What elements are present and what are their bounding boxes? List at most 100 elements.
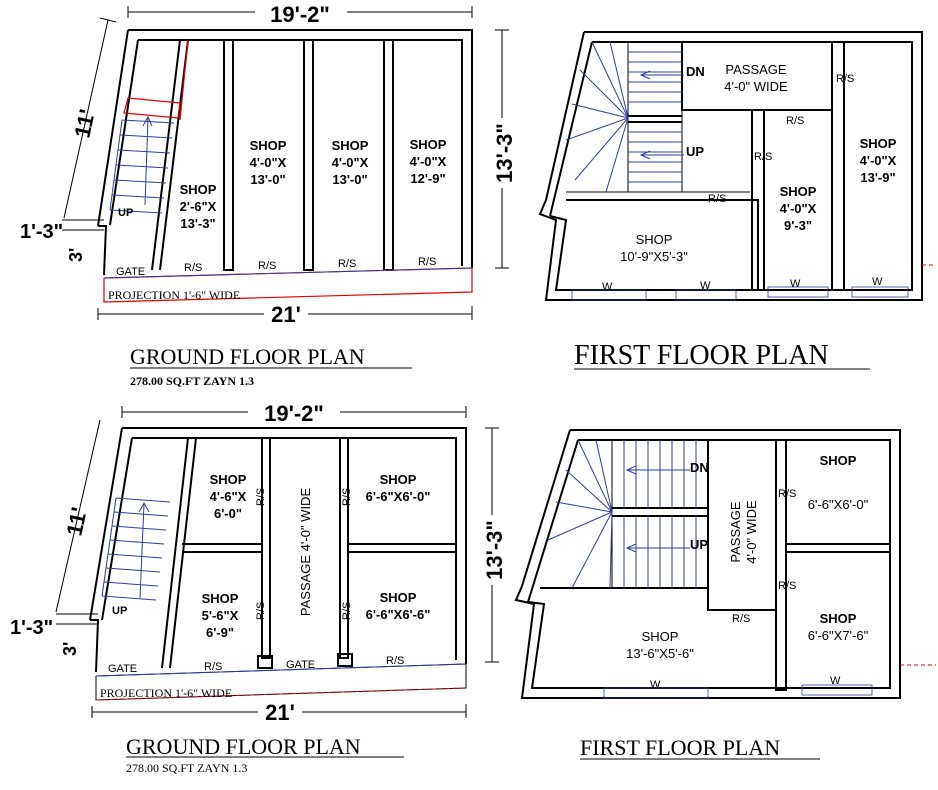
ff1-w-2: W: [700, 280, 711, 292]
svg-text:4'-0"X: 4'-0"X: [250, 155, 287, 170]
ff1-rs-2: R/S: [786, 115, 804, 127]
svg-text:13'-9": 13'-9": [860, 170, 895, 185]
dimension-bottom-1: 21': [97, 302, 473, 327]
ground-floor-plan-1: 19'-2" 13'-3" 11' 1'-3" 3': [20, 1, 517, 388]
gf2-rs-v4: R/S: [341, 602, 353, 620]
gf1-shop-3: SHOP 4'-0"X 13'-0": [332, 138, 369, 187]
svg-text:SHOP: SHOP: [332, 138, 369, 153]
dimension-right-2: 13'-3": [480, 427, 507, 663]
gf2-passage-label: PASSAGE 4'-0" WIDE: [298, 488, 313, 617]
gf2-shop-tr: SHOP 6'-6"X6'-0": [366, 472, 431, 504]
svg-text:9'-3": 9'-3": [784, 218, 812, 233]
svg-text:4'-6"X: 4'-6"X: [210, 489, 247, 504]
dim-top-label-2: 19'-2": [264, 401, 324, 426]
svg-text:4'-0"X: 4'-0"X: [332, 155, 369, 170]
gf2-title: GROUND FLOOR PLAN: [126, 734, 361, 759]
gate-label-2a: GATE: [108, 663, 137, 675]
ff1-w-1: W: [602, 281, 613, 293]
dim-bottom-label: 21': [271, 302, 301, 327]
gf2-rs-bottom-2: R/S: [386, 655, 404, 667]
svg-text:SHOP: SHOP: [820, 611, 857, 626]
ff2-up-label: UP: [690, 537, 708, 552]
gf2-rs-bottom-1: R/S: [204, 661, 222, 673]
dim-bottom-label-2: 21': [265, 700, 295, 725]
gf1-title: GROUND FLOOR PLAN: [130, 344, 365, 369]
svg-text:6'-6"X6'-6": 6'-6"X6'-6": [366, 607, 431, 622]
ff1-shop-right: SHOP 4'-0"X 13'-9": [860, 136, 897, 185]
gate-label: GATE: [116, 266, 145, 278]
ground-floor-plan-2: 19'-2" 13'-3" 11' 1'-3" 3': [10, 400, 507, 775]
first-floor-plan-1: DN UP PASSAGE 4'-0" WIDE R/S R/S R/S R/S…: [538, 31, 936, 371]
first-floor-plan-2: DN UP PASSAGE 4'-0" WIDE R/S R/S R/S SHO…: [514, 429, 936, 760]
ff1-w-3: W: [790, 278, 801, 290]
svg-text:13'-6"X5'-6": 13'-6"X5'-6": [626, 646, 694, 661]
gf2-rs-v2: R/S: [341, 488, 353, 506]
gf1-subtitle: 278.00 SQ.FT ZAYN 1.3: [130, 374, 254, 388]
gf2-rs-v1: R/S: [255, 488, 267, 506]
svg-text:4'-0" WIDE: 4'-0" WIDE: [724, 79, 788, 94]
stair-up-label: UP: [118, 207, 133, 219]
svg-text:SHOP: SHOP: [380, 472, 417, 487]
rs-label-3: R/S: [338, 258, 356, 270]
gf1-shop-4: SHOP 4'-0"X 12'-9": [410, 137, 447, 186]
svg-text:SHOP: SHOP: [250, 138, 287, 153]
ff1-rs-1: R/S: [836, 73, 854, 85]
ff1-rs-3: R/S: [754, 151, 772, 163]
gf1-shop-1: SHOP 2'-6"X 13'-3": [180, 182, 217, 231]
svg-text:5'-6"X: 5'-6"X: [202, 608, 239, 623]
dim-right-label-2: 13'-3": [482, 520, 507, 580]
svg-text:PASSAGE: PASSAGE: [725, 62, 787, 77]
ff1-w-4: W: [872, 276, 883, 288]
ff1-stair: [565, 41, 684, 193]
svg-text:SHOP: SHOP: [210, 472, 247, 487]
dimension-left-1: 11' 1'-3" 3': [20, 17, 117, 262]
ff1-windows: [571, 286, 909, 301]
svg-text:6'-9": 6'-9": [206, 625, 234, 640]
dimension-left-2: 11' 1'-3" 3': [10, 419, 101, 656]
svg-text:4'-0"X: 4'-0"X: [780, 201, 817, 216]
dimension-top-1: 19'-2": [127, 1, 473, 27]
gf2-rs-v3: R/S: [255, 602, 267, 620]
stair-treads-2: [101, 497, 171, 601]
stair-treads-1: [109, 115, 175, 214]
dimension-bottom-2: 21': [91, 700, 467, 725]
ff1-shop-mid: SHOP 4'-0"X 9'-3": [780, 184, 817, 233]
svg-text:12'-9": 12'-9": [410, 171, 445, 186]
ff2-w-1: W: [650, 679, 661, 691]
ff1-rs-4: R/S: [708, 193, 726, 205]
dim-offset-label-2: 1'-3": [10, 617, 53, 639]
svg-text:SHOP: SHOP: [642, 629, 679, 644]
rs-label-1: R/S: [184, 262, 202, 274]
svg-text:SHOP: SHOP: [636, 232, 673, 247]
svg-text:6'-0": 6'-0": [214, 506, 242, 521]
svg-text:SHOP: SHOP: [820, 453, 857, 468]
svg-text:13'-0": 13'-0": [250, 172, 285, 187]
ff1-up-label: UP: [686, 144, 704, 159]
svg-text:13'-3": 13'-3": [180, 216, 215, 231]
gf1-shop-2: SHOP 4'-0"X 13'-0": [250, 138, 287, 187]
dim-small-label-2: 3': [60, 642, 80, 656]
gf2-shop-tl: SHOP 4'-6"X 6'-0": [210, 472, 247, 521]
ff2-shop-tr: SHOP 6'-6"X6'-0": [808, 453, 869, 512]
ff2-shop-big: SHOP 13'-6"X5'-6": [626, 629, 694, 661]
ff2-rs-3: R/S: [732, 613, 750, 625]
ff2-dn-label: DN: [690, 460, 709, 475]
ff2-rs-1: R/S: [778, 488, 796, 500]
svg-text:6'-6"X6'-0": 6'-6"X6'-0": [366, 489, 431, 504]
svg-text:PASSAGE: PASSAGE: [728, 501, 743, 563]
svg-text:6'-6"X7'-6": 6'-6"X7'-6": [808, 628, 869, 643]
dim-left-label-2: 11': [61, 505, 91, 538]
ff2-w-2: W: [830, 675, 841, 687]
ff2-stair: [547, 439, 697, 589]
svg-text:SHOP: SHOP: [180, 182, 217, 197]
dim-top-label: 19'-2": [270, 2, 330, 27]
svg-text:SHOP: SHOP: [202, 591, 239, 606]
svg-text:10'-9"X5'-3": 10'-9"X5'-3": [620, 249, 688, 264]
projection-label-2: PROJECTION 1'-6" WIDE: [100, 686, 232, 700]
gf2-shop-bl: SHOP 5'-6"X 6'-9": [202, 591, 239, 640]
ff1-passage: PASSAGE 4'-0" WIDE: [724, 62, 788, 94]
svg-text:SHOP: SHOP: [410, 137, 447, 152]
ff2-title: FIRST FLOOR PLAN: [580, 735, 780, 760]
svg-text:SHOP: SHOP: [780, 184, 817, 199]
